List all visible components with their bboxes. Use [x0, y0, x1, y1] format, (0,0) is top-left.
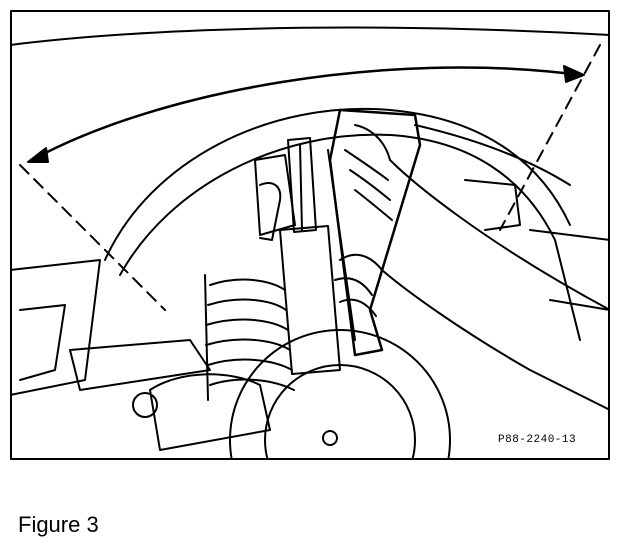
bracket: [259, 182, 282, 241]
inner-fender-panel: [529, 229, 610, 311]
arrowhead-right: [563, 65, 585, 83]
left-panel-inner: [19, 304, 66, 381]
body-edge: [10, 26, 610, 46]
tool: [328, 108, 422, 357]
lower-hand: [339, 253, 610, 411]
left-panel: [10, 259, 101, 396]
brake-disc-inner: [264, 364, 416, 460]
lower-hand-fingers: [334, 277, 377, 317]
upper-arm: [414, 124, 571, 186]
strut-body: [279, 225, 341, 375]
suspension-illustration: [10, 10, 610, 460]
lower-control-arm: [69, 339, 211, 391]
ball-joint: [132, 392, 158, 418]
upper-mount: [254, 154, 296, 236]
steering-knuckle: [149, 373, 271, 451]
illustration-border: [10, 10, 610, 460]
reference-line-left: [19, 164, 166, 311]
figure-caption: Figure 3: [18, 512, 99, 537]
brake-disc: [229, 329, 451, 460]
upper-hand: [354, 124, 610, 311]
hub-bolt: [322, 430, 338, 446]
reference-line-right: [499, 44, 601, 231]
arrowhead-left: [27, 147, 49, 163]
upper-hand-fingers: [344, 149, 393, 221]
inner-fender-detail: [464, 179, 521, 231]
tool-edge: [327, 149, 356, 341]
figure-reference-code: P88-2240-13: [498, 434, 577, 446]
strut-rod: [299, 144, 303, 231]
fender-arch: [104, 108, 571, 261]
angle-arrow: [30, 66, 582, 162]
